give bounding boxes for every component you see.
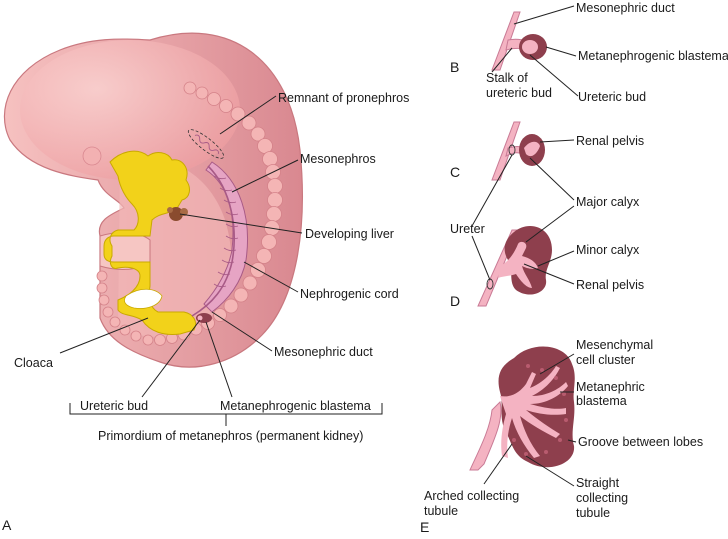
leader-lines-b (491, 5, 579, 97)
label-ureter: Ureter (450, 222, 485, 236)
label-mesonephros: Mesonephros (300, 152, 376, 166)
label-metanephric-2: blastema (576, 394, 627, 408)
label-mesonephric-duct-a: Mesonephric duct (274, 345, 373, 359)
panel-d-drawing (477, 226, 552, 307)
label-mesenchymal-2: cell cluster (576, 353, 635, 367)
label-metanephrogenic-blastema-a: Metanephrogenic blastema (220, 399, 371, 413)
label-straight-3: tubule (576, 506, 610, 520)
ureteric-bud-a (197, 315, 203, 321)
label-ureteric-bud-b: Ureteric bud (578, 90, 646, 104)
label-renal-pelvis-c: Renal pelvis (576, 134, 644, 148)
pelvis-c (524, 141, 540, 157)
label-arched-2: tubule (424, 504, 458, 518)
panel-label-e: E (420, 519, 429, 535)
liver (167, 207, 188, 221)
label-nephrogenic-cord: Nephrogenic cord (300, 287, 399, 301)
label-straight-1: Straight (576, 476, 620, 490)
duct-c (491, 121, 521, 181)
panel-b-drawing (491, 11, 547, 71)
panel-label-a: A (2, 517, 12, 533)
label-major-calyx: Major calyx (576, 195, 640, 209)
mesonephric-tubules (213, 175, 239, 288)
primordium-bracket (69, 403, 383, 426)
panel-label-b: B (450, 59, 459, 75)
label-mesonephric-duct-b: Mesonephric duct (576, 1, 675, 15)
label-renal-pelvis-d: Renal pelvis (576, 278, 644, 292)
label-metanephric-1: Metanephric (576, 380, 645, 394)
duct-b (491, 11, 521, 71)
collecting-system-e (500, 366, 568, 458)
label-remnant-pronephros: Remnant of pronephros (278, 91, 409, 105)
gut-lumen (124, 288, 163, 309)
label-groove: Groove between lobes (578, 435, 703, 449)
bud-b (522, 40, 538, 54)
mesonephric-duct-a (191, 165, 235, 317)
label-ureteric-bud-a: Ureteric bud (80, 399, 148, 413)
label-arched-1: Arched collecting (424, 489, 519, 503)
label-cloaca: Cloaca (14, 356, 53, 370)
panel-c-drawing (491, 121, 545, 181)
pelvis-d (498, 241, 538, 288)
label-stalk-1: Stalk of (486, 71, 528, 85)
label-primordium: Primordium of metanephros (permanent kid… (98, 429, 363, 443)
optic-bump (82, 146, 102, 166)
cell-clusters-e (512, 364, 568, 456)
label-mesenchymal-1: Mesenchymal (576, 338, 653, 352)
embryo-group (3, 32, 303, 368)
panel-label-d: D (450, 293, 460, 309)
label-minor-calyx: Minor calyx (576, 243, 640, 257)
panel-e-drawing (469, 346, 575, 471)
ureter-ring-c (508, 144, 516, 156)
leader-lines-e (483, 353, 577, 487)
label-stalk-2: ureteric bud (486, 86, 552, 100)
panel-label-c: C (450, 164, 460, 180)
label-straight-2: collecting (576, 491, 628, 505)
leader-lines-a (59, 95, 303, 398)
ureter-e (469, 401, 502, 471)
head-bulge (20, 40, 240, 180)
leader-lines-d (471, 205, 575, 285)
label-metanephrogenic-blastema-b: Metanephrogenic blastema (578, 49, 728, 63)
leader-lines-c (471, 139, 575, 227)
pronephros-remnant (187, 129, 225, 159)
label-developing-liver: Developing liver (305, 227, 394, 241)
